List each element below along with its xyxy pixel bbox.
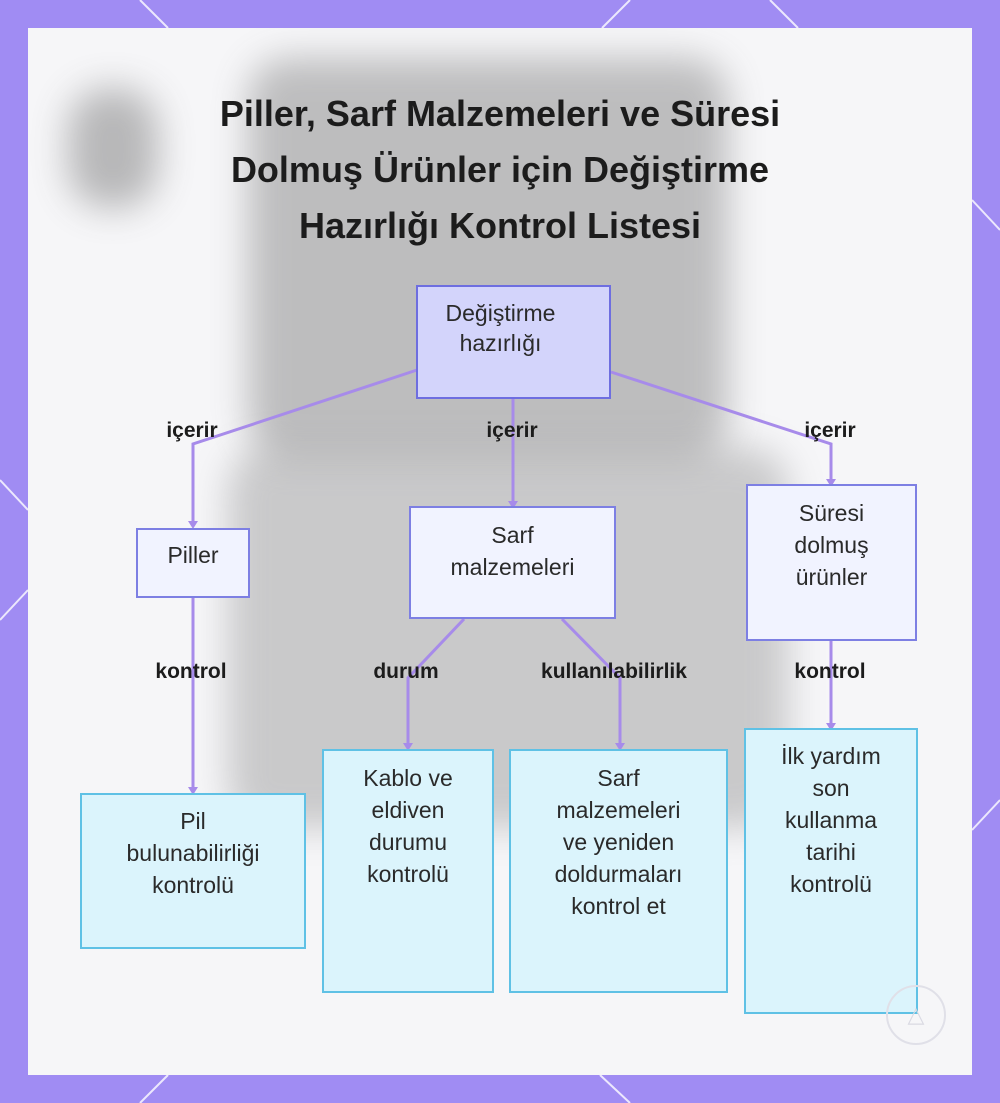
node-label: eldiven: [371, 797, 445, 823]
triangle-logo-icon: △: [886, 985, 946, 1045]
node-label: ve yeniden: [562, 829, 675, 855]
diagram-card: Piller, Sarf Malzemeleri ve Süresi Dolmu…: [28, 28, 972, 1075]
node-suresi-dolmus-urunler: Süresi dolmuş ürünler: [746, 484, 917, 641]
arrow-head: [615, 743, 625, 751]
edge-label-icerir: içerir: [166, 419, 218, 442]
arrow-head: [403, 743, 413, 751]
node-label: hazırlığı: [459, 330, 542, 356]
node-sarf-malzemeleri: Sarf malzemeleri: [409, 506, 616, 619]
node-pil-bulunabilirligi: Pil bulunabilirliği kontrolü: [80, 793, 306, 949]
edge-label-durum: durum: [373, 660, 439, 683]
node-sarf-yeniden-doldurma: Sarf malzemeleri ve yeniden doldurmaları…: [509, 749, 728, 993]
arrow-head: [508, 501, 518, 509]
node-label: dolmuş: [794, 532, 869, 558]
node-label: Süresi: [798, 500, 865, 526]
title-line: Hazırlığı Kontrol Listesi: [298, 205, 702, 246]
node-label: Kablo ve: [363, 765, 453, 791]
node-label: malzemeleri: [450, 554, 575, 580]
node-kablo-eldiven: Kablo ve eldiven durumu kontrolü: [322, 749, 494, 993]
node-label: doldurmaları: [554, 861, 683, 887]
node-label: Sarf: [491, 522, 534, 548]
node-piller: Piller: [136, 528, 250, 598]
title-line: Piller, Sarf Malzemeleri ve Süresi: [219, 93, 781, 134]
node-label: kullanma: [784, 807, 878, 833]
edge-label-kontrol: kontrol: [155, 660, 227, 683]
edge-root-suresi: [610, 370, 833, 484]
node-label: kontrolü: [367, 861, 449, 887]
node-degistirme-hazirligi: Değiştirme hazırlığı: [416, 285, 611, 399]
arrow-head: [188, 521, 198, 529]
arrow-head: [188, 787, 198, 795]
node-label: Sarf: [597, 765, 640, 791]
node-label: kontrolü: [790, 871, 872, 897]
edge-label-kontrol: kontrol: [794, 660, 866, 683]
node-label: kontrol et: [571, 893, 666, 919]
node-label: ürünler: [795, 564, 868, 590]
background-blur: [68, 88, 158, 208]
edge-label-kullanilabilirlik: kullanılabilirlik: [541, 660, 687, 683]
node-label: malzemeleri: [556, 797, 681, 823]
edge-label-icerir: içerir: [804, 419, 856, 442]
node-label: İlk yardım: [781, 743, 881, 769]
node-label: tarihi: [806, 839, 856, 865]
node-label: Değiştirme: [445, 300, 556, 326]
node-label: son: [812, 775, 850, 801]
node-label: durumu: [369, 829, 447, 855]
node-label: bulunabilirliği: [126, 840, 260, 866]
node-ilk-yardim-son-kullanma: İlk yardım son kullanma tarihi kontrolü: [744, 728, 918, 1014]
edge-label-icerir: içerir: [486, 419, 538, 442]
node-label: Pil: [180, 808, 206, 834]
edge-root-piller: [191, 368, 418, 526]
arrow-head: [826, 723, 836, 731]
connector-lines: [188, 368, 836, 795]
edge-sarf-durum: [406, 617, 466, 748]
node-label: Piller: [167, 542, 219, 568]
title-line: Dolmuş Ürünler için Değiştirme: [230, 149, 770, 190]
edge-sarf-kullanilabilirlik: [560, 617, 622, 748]
page-title: Piller, Sarf Malzemeleri ve Süresi Dolmu…: [28, 86, 972, 254]
arrow-head: [826, 479, 836, 487]
node-label: kontrolü: [152, 872, 234, 898]
